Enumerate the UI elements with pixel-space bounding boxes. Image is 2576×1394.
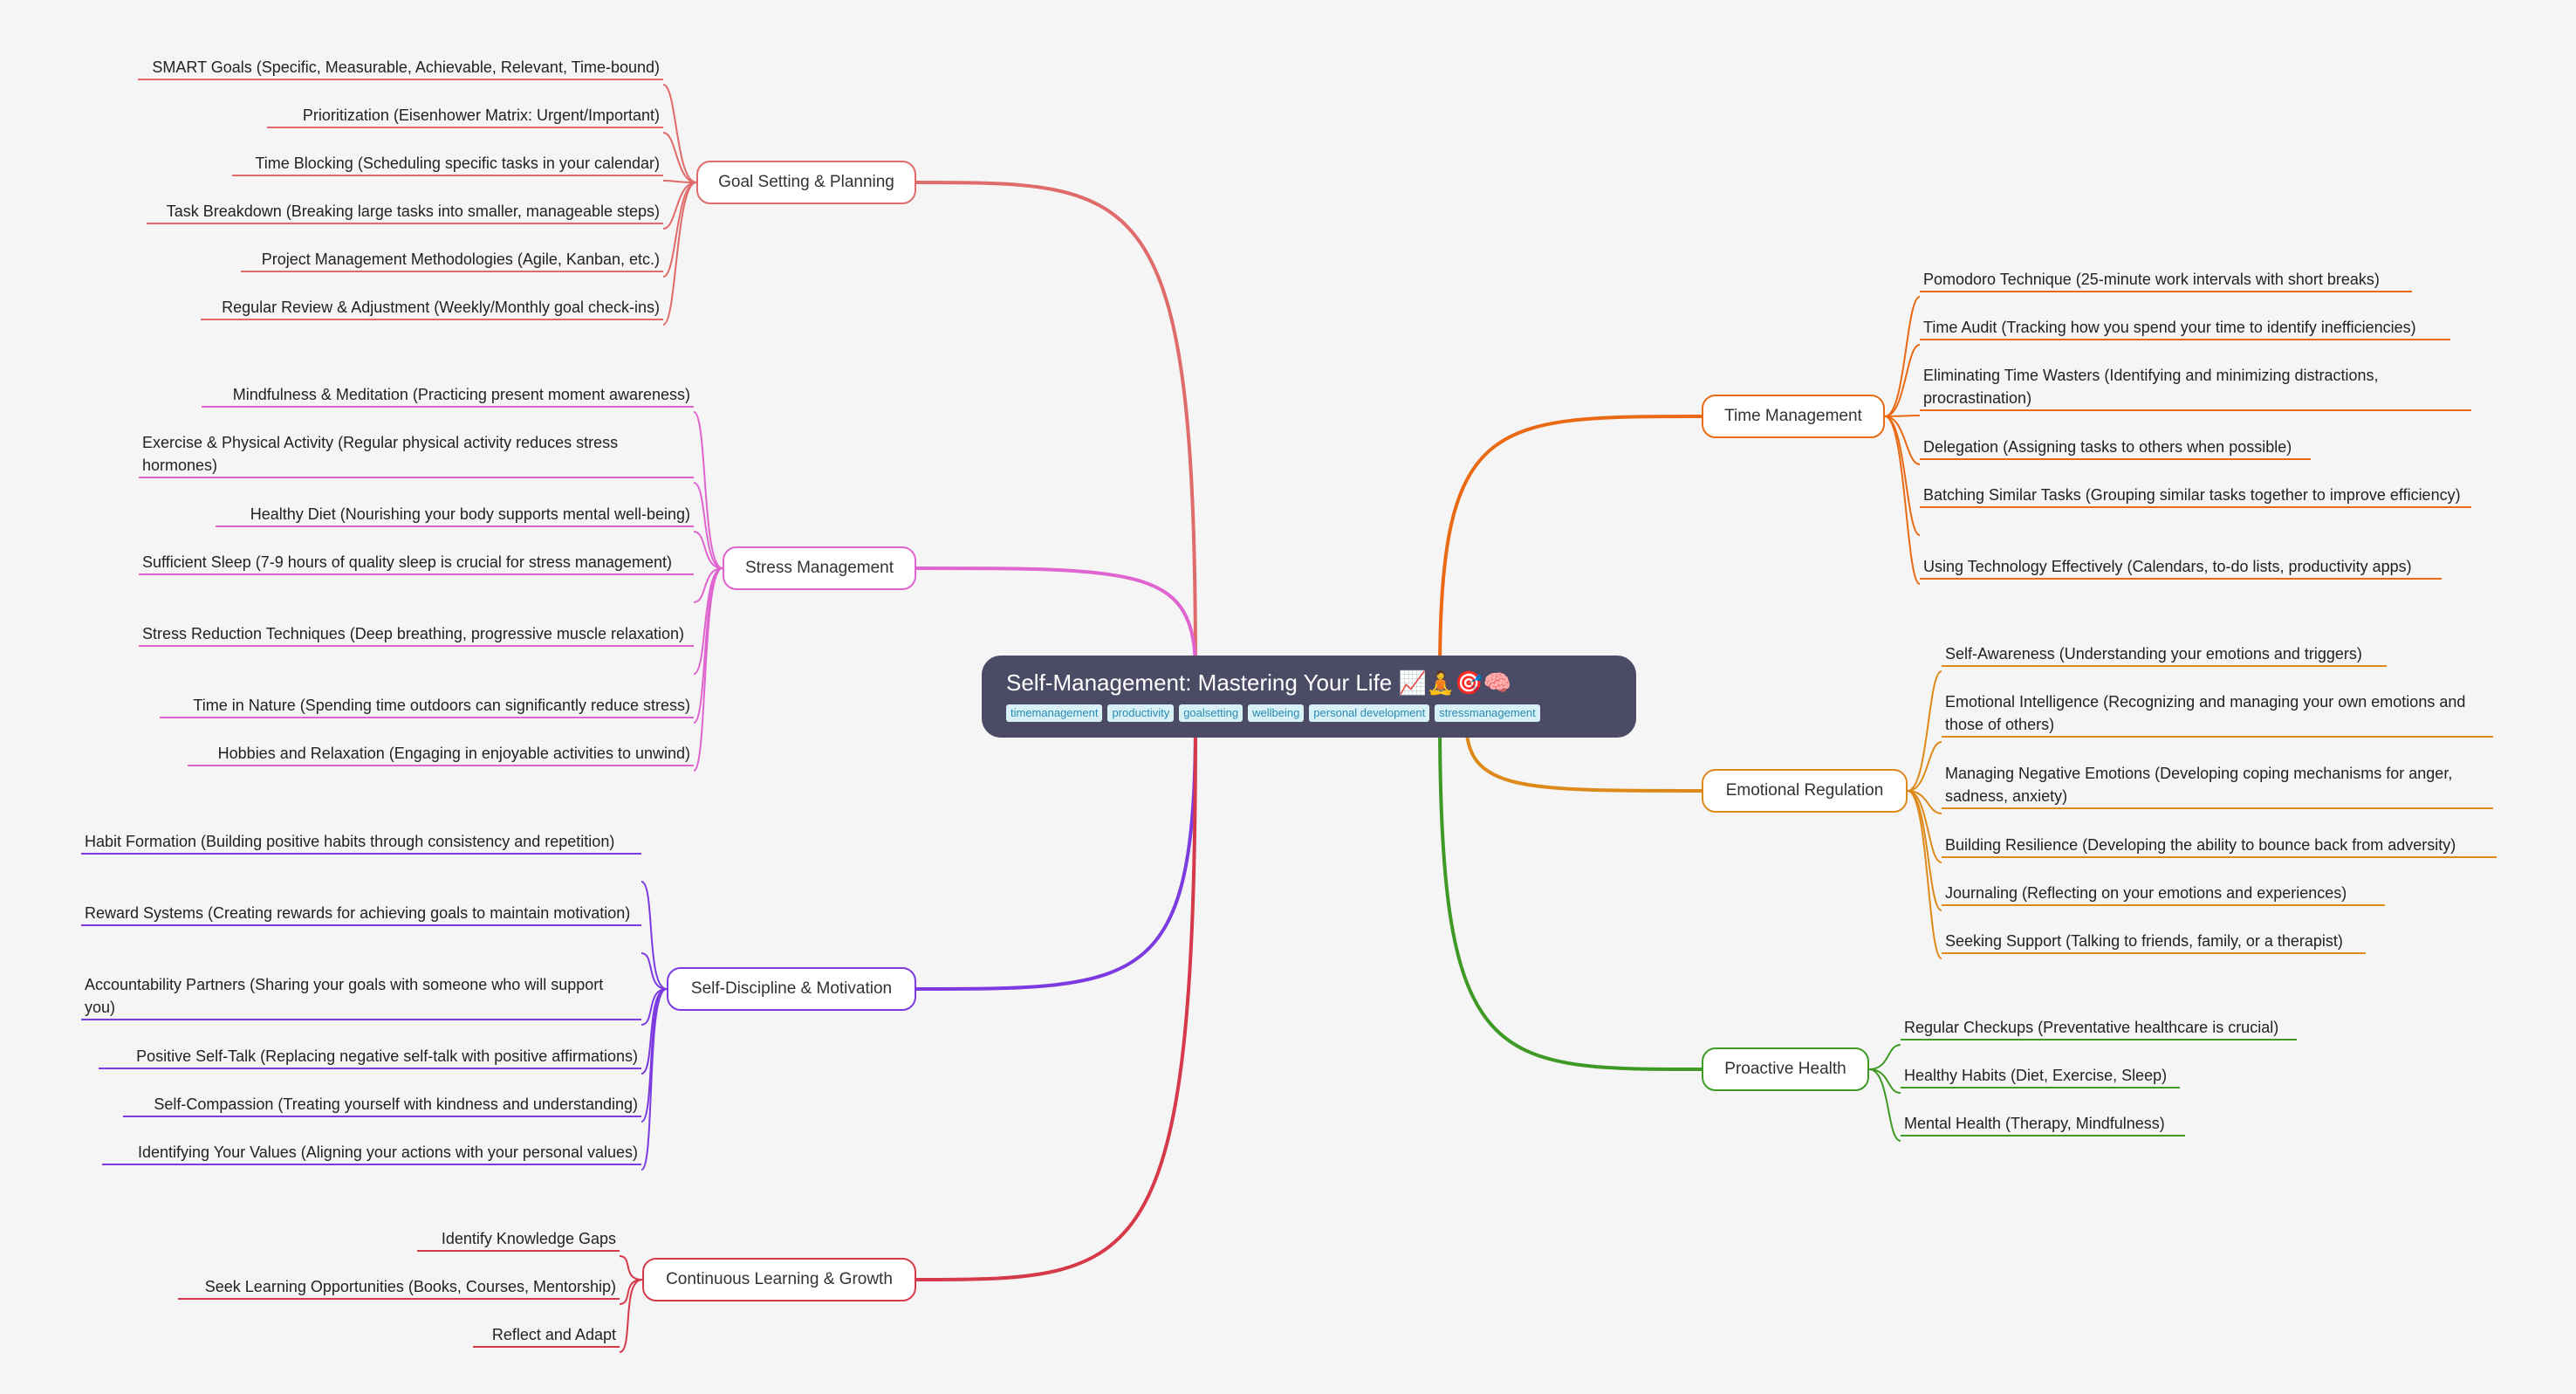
branch-connector — [1438, 415, 1702, 673]
leaf-emotion[interactable]: Self-Awareness (Understanding your emoti… — [1942, 642, 2387, 667]
leaf-connector — [1884, 415, 1921, 585]
leaf-stress[interactable]: Exercise & Physical Activity (Regular ph… — [139, 431, 694, 478]
leaf-time[interactable]: Time Audit (Tracking how you spend your … — [1920, 316, 2450, 340]
leaf-connector — [693, 567, 723, 772]
tag[interactable]: timemanagement — [1006, 704, 1103, 722]
leaf-learning[interactable]: Identify Knowledge Gaps — [417, 1227, 620, 1252]
leaf-goal[interactable]: Task Breakdown (Breaking large tasks int… — [147, 200, 663, 224]
leaf-discipline[interactable]: Self-Compassion (Treating yourself with … — [123, 1093, 641, 1117]
leaf-discipline[interactable]: Positive Self-Talk (Replacing negative s… — [99, 1045, 641, 1069]
leaf-connector — [1884, 415, 1921, 465]
leaf-connector — [662, 132, 697, 183]
tag[interactable]: stressmanagement — [1435, 704, 1540, 722]
leaf-emotion[interactable]: Seeking Support (Talking to friends, fam… — [1942, 930, 2366, 954]
leaf-connector — [619, 1279, 643, 1353]
leaf-time[interactable]: Delegation (Assigning tasks to others wh… — [1920, 436, 2311, 460]
leaf-stress[interactable]: Healthy Diet (Nourishing your body suppo… — [216, 503, 694, 527]
branch-learning[interactable]: Continuous Learning & Growth — [642, 1258, 916, 1301]
leaf-discipline[interactable]: Reward Systems (Creating rewards for ach… — [81, 902, 641, 926]
tag[interactable]: wellbeing — [1248, 704, 1305, 722]
branch-connector — [915, 720, 1197, 1281]
leaf-connector — [1907, 741, 1942, 792]
leaf-connector — [1884, 415, 1921, 417]
branch-connector — [1464, 720, 1702, 793]
branch-connector — [915, 181, 1197, 673]
leaf-connector — [662, 182, 697, 326]
leaf-discipline[interactable]: Habit Formation (Building positive habit… — [81, 830, 641, 855]
leaf-emotion[interactable]: Emotional Intelligence (Recognizing and … — [1942, 690, 2493, 738]
leaf-connector — [693, 531, 723, 569]
leaf-connector — [1907, 790, 1942, 814]
leaf-time[interactable]: Pomodoro Technique (25-minute work inter… — [1920, 268, 2412, 292]
leaf-connector — [693, 411, 723, 569]
tag[interactable]: goalsetting — [1179, 704, 1243, 722]
leaf-health[interactable]: Mental Health (Therapy, Mindfulness) — [1901, 1112, 2185, 1136]
branch-connector — [915, 567, 1197, 673]
leaf-goal[interactable]: Project Management Methodologies (Agile,… — [241, 248, 663, 272]
leaf-connector — [641, 988, 668, 1026]
leaf-connector — [1868, 1068, 1901, 1142]
leaf-connector — [641, 952, 668, 990]
leaf-goal[interactable]: SMART Goals (Specific, Measurable, Achie… — [138, 56, 663, 80]
leaf-emotion[interactable]: Managing Negative Emotions (Developing c… — [1942, 762, 2493, 809]
leaf-health[interactable]: Healthy Habits (Diet, Exercise, Sleep) — [1901, 1064, 2180, 1088]
leaf-connector — [662, 84, 697, 183]
leaf-connector — [619, 1255, 643, 1281]
branch-stress[interactable]: Stress Management — [723, 546, 916, 590]
leaf-stress[interactable]: Stress Reduction Techniques (Deep breath… — [139, 622, 694, 647]
leaf-goal[interactable]: Regular Review & Adjustment (Weekly/Mont… — [201, 296, 663, 320]
leaf-connector — [693, 567, 723, 603]
leaf-stress[interactable]: Mindfulness & Meditation (Practicing pre… — [202, 383, 694, 408]
leaf-time[interactable]: Eliminating Time Wasters (Identifying an… — [1920, 364, 2471, 411]
branch-time[interactable]: Time Management — [1702, 395, 1885, 438]
leaf-stress[interactable]: Sufficient Sleep (7-9 hours of quality s… — [139, 551, 694, 575]
tag[interactable]: productivity — [1107, 704, 1175, 722]
leaf-stress[interactable]: Hobbies and Relaxation (Engaging in enjo… — [188, 742, 694, 766]
branch-emotion[interactable]: Emotional Regulation — [1702, 769, 1908, 813]
tag[interactable]: personal development — [1309, 704, 1430, 722]
leaf-connector — [1884, 344, 1921, 417]
leaf-connector — [1868, 1044, 1901, 1070]
leaf-connector — [1907, 670, 1942, 792]
leaf-emotion[interactable]: Building Resilience (Developing the abil… — [1942, 834, 2497, 858]
branch-health[interactable]: Proactive Health — [1702, 1047, 1869, 1091]
leaf-time[interactable]: Batching Similar Tasks (Grouping similar… — [1920, 484, 2471, 508]
leaf-connector — [693, 482, 723, 569]
leaf-connector — [693, 567, 723, 724]
leaf-stress[interactable]: Time in Nature (Spending time outdoors c… — [160, 694, 694, 718]
branch-goal[interactable]: Goal Setting & Planning — [696, 161, 916, 204]
root-title: Self-Management: Mastering Your Life 📈🧘🎯… — [1006, 670, 1511, 696]
leaf-connector — [641, 988, 668, 1171]
branch-discipline[interactable]: Self-Discipline & Motivation — [667, 967, 916, 1011]
leaf-emotion[interactable]: Journaling (Reflecting on your emotions … — [1942, 882, 2385, 906]
leaf-learning[interactable]: Reflect and Adapt — [473, 1323, 620, 1348]
leaf-connector — [641, 881, 668, 990]
leaf-discipline[interactable]: Accountability Partners (Sharing your go… — [81, 973, 641, 1020]
leaf-discipline[interactable]: Identifying Your Values (Aligning your a… — [102, 1141, 641, 1165]
leaf-goal[interactable]: Prioritization (Eisenhower Matrix: Urgen… — [267, 104, 663, 128]
leaf-connector — [1907, 790, 1942, 959]
leaf-connector — [662, 182, 697, 230]
branch-connector — [915, 720, 1197, 991]
leaf-time[interactable]: Using Technology Effectively (Calendars,… — [1920, 555, 2442, 580]
root-topic[interactable]: Self-Management: Mastering Your Life 📈🧘🎯… — [982, 656, 1636, 738]
leaf-connector — [1868, 1068, 1901, 1094]
leaf-connector — [1884, 296, 1921, 417]
branch-connector — [1438, 720, 1702, 1071]
leaf-goal[interactable]: Time Blocking (Scheduling specific tasks… — [232, 152, 663, 176]
leaf-learning[interactable]: Seek Learning Opportunities (Books, Cour… — [178, 1275, 620, 1300]
leaf-health[interactable]: Regular Checkups (Preventative healthcar… — [1901, 1016, 2297, 1040]
